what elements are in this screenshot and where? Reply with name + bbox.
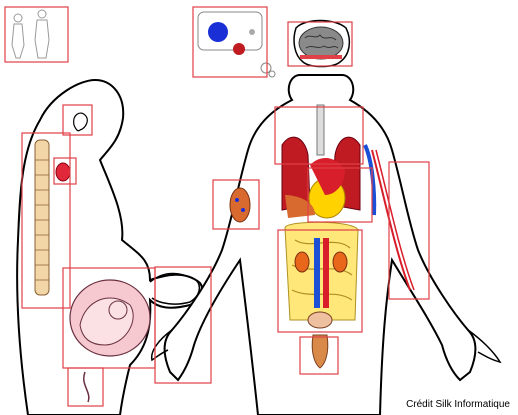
heart-lungs-icon: [281, 104, 361, 219]
fetus-icon: [69, 279, 151, 357]
zone-spine[interactable]: [21, 132, 71, 309]
zone-chest[interactable]: [274, 106, 364, 165]
zone-arm-cells[interactable]: [212, 179, 260, 230]
man-hand-right: [467, 329, 502, 364]
man-hand-left: [150, 329, 173, 362]
intestine-icon: [284, 221, 359, 329]
umbilical-icon: [83, 371, 90, 403]
genital-icon: [311, 334, 329, 369]
zone-umbilical[interactable]: [67, 367, 104, 407]
family-icon: [11, 9, 50, 59]
woman-arm-outline: [149, 272, 201, 305]
zone-abdomen-man[interactable]: [307, 167, 373, 223]
zone-ear[interactable]: [62, 104, 93, 136]
spine-icon: [34, 139, 50, 296]
zone-genital[interactable]: [299, 336, 339, 375]
zone-family[interactable]: [4, 6, 69, 63]
zone-digestive[interactable]: [277, 229, 363, 333]
cell-icon: [229, 187, 251, 223]
zone-thyroid[interactable]: [53, 157, 77, 185]
brain-icon: [298, 26, 344, 60]
credit-text: Crédit Silk Informatique: [406, 399, 510, 410]
zone-brain[interactable]: [287, 21, 353, 67]
zone-circulation[interactable]: [388, 161, 430, 300]
thyroid-icon: [55, 162, 71, 182]
zone-microbes[interactable]: [192, 6, 268, 78]
ear-icon: [73, 112, 88, 132]
microbes-icon: [197, 11, 276, 78]
zone-belly[interactable]: [154, 266, 212, 384]
